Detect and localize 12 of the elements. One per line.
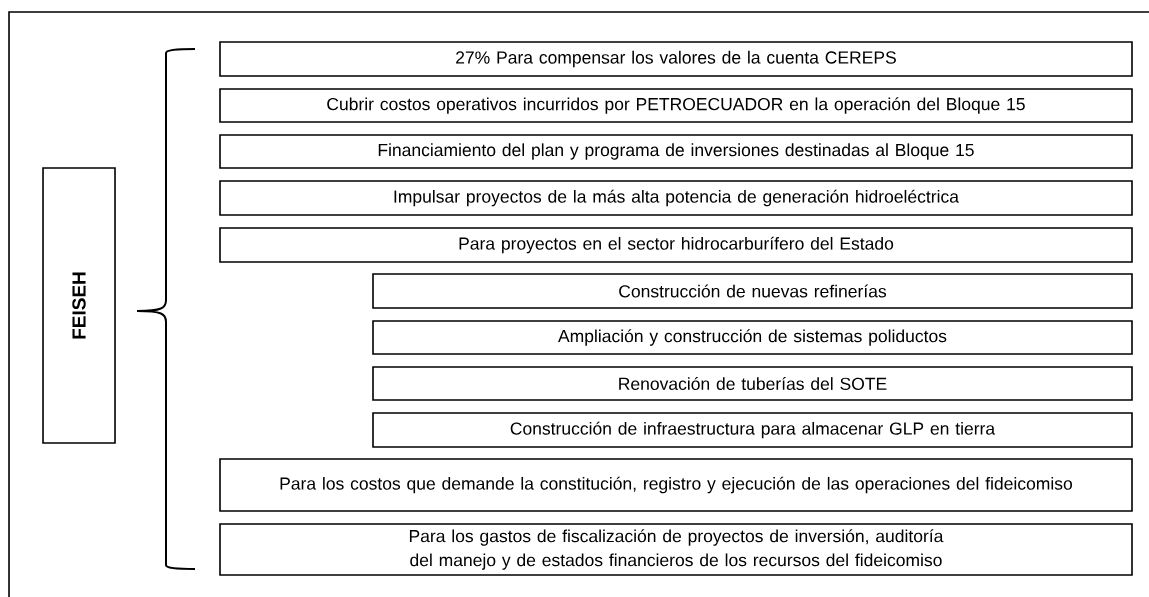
item-box: Para los costos que demande la constitución, registro y ejecución de las operaciones del fideicomiso [219, 458, 1133, 512]
item-box: Ampliación y construcción de sistemas poliductos [372, 320, 1133, 355]
item-box: Para proyectos en el sector hidrocarburífero del Estado [219, 227, 1133, 263]
item-box: Financiamiento del plan y programa de inversiones destinadas al Bloque 15 [219, 134, 1133, 169]
title-box: FEISEH [42, 167, 116, 444]
item-box: Construcción de nuevas refinerías [372, 273, 1133, 309]
item-box: Para los gastos de fiscalización de proyectos de inversión, auditoría del manejo y de estados financieros de los recursos del fideicomiso [219, 523, 1133, 576]
item-box: Cubrir costos operativos incurridos por PETROECUADOR en la operación del Bloque 15 [219, 88, 1133, 123]
item-box: 27% Para compensar los valores de la cuenta CEREPS [219, 41, 1133, 77]
item-box: Impulsar proyectos de la más alta potencia de generación hidroeléctrica [219, 180, 1133, 216]
item-box: Renovación de tuberías del SOTE [372, 366, 1133, 401]
item-box: Construcción de infraestructura para almacenar GLP en tierra [372, 412, 1133, 448]
